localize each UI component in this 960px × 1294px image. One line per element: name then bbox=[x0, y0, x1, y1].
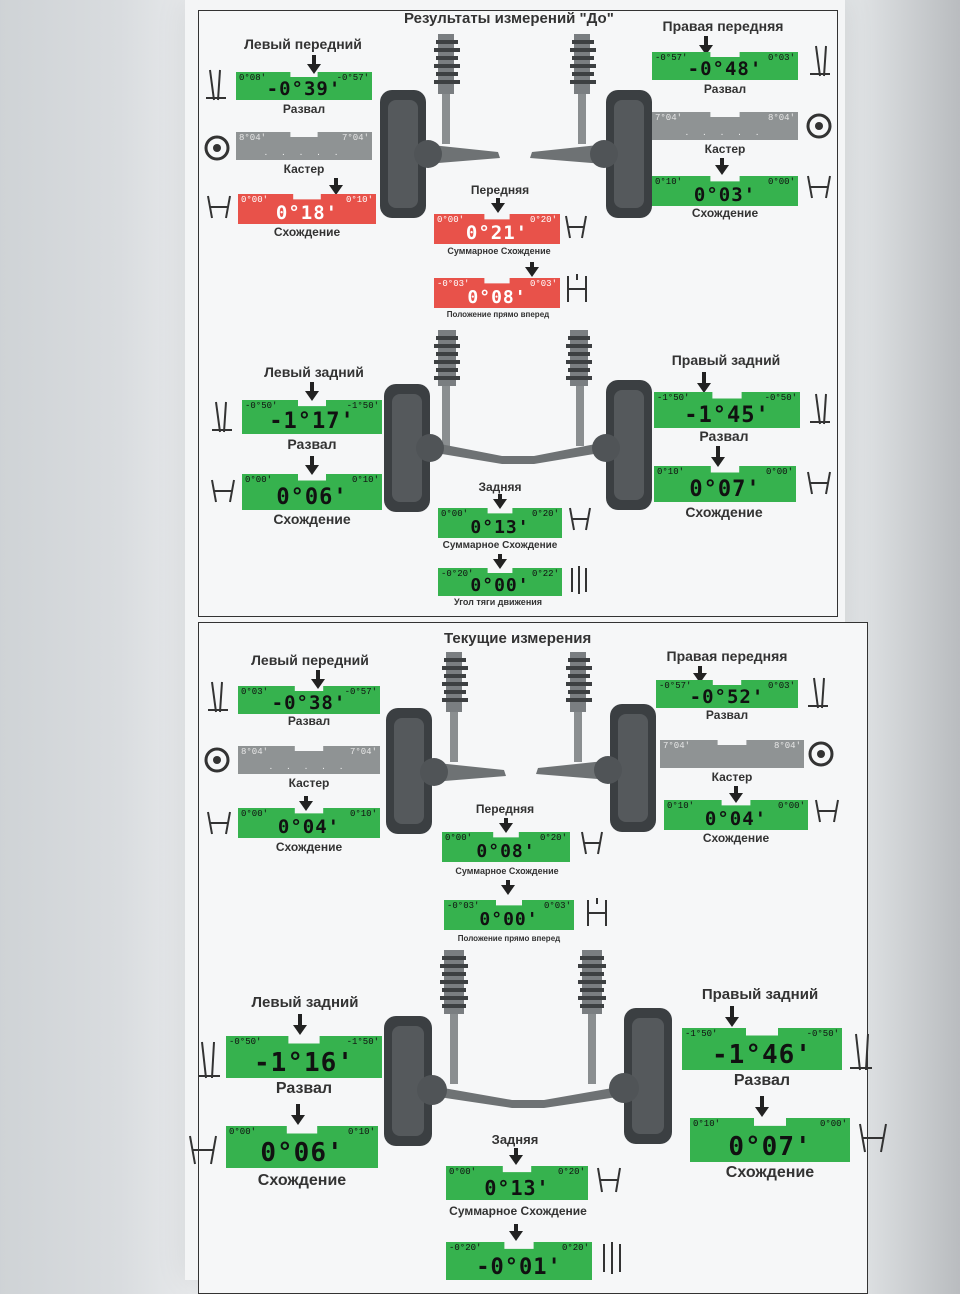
front-thrust-gauge: -0°03'0°03' 0°08' bbox=[434, 278, 560, 308]
camber-icon bbox=[810, 393, 830, 425]
caster-icon bbox=[808, 741, 834, 767]
camber-label: Развал bbox=[287, 436, 337, 452]
front-right-label: Правая передняя bbox=[666, 648, 788, 664]
thrust-angle-gauge: -0°20'0°22' 0°00' bbox=[438, 568, 562, 596]
straight-ahead-label: Положение прямо вперед bbox=[446, 310, 550, 319]
total-toe-icon bbox=[581, 831, 603, 855]
toe-label: Схождение bbox=[685, 504, 763, 520]
rear-total-toe-gauge: 0°00'0°20' 0°13' bbox=[438, 508, 562, 538]
total-toe-icon bbox=[565, 215, 587, 239]
camber-icon bbox=[808, 677, 828, 709]
camber-icon bbox=[212, 401, 232, 433]
rear-total-heading: Задняя bbox=[478, 480, 522, 494]
rear-suspension-illustration bbox=[384, 330, 652, 512]
front-suspension-illustration bbox=[386, 652, 656, 834]
toe-label: Схождение bbox=[691, 206, 759, 220]
total-toe-icon bbox=[569, 507, 591, 531]
camber-icon bbox=[810, 45, 830, 77]
camber-label: Развал bbox=[703, 82, 747, 96]
total-toe-icon bbox=[597, 1167, 621, 1193]
front-right-toe-gauge: 0°10'0°00' 0°03' bbox=[652, 176, 798, 206]
camber-icon bbox=[198, 1041, 220, 1079]
straight-ahead-icon bbox=[587, 898, 607, 926]
toe-icon bbox=[207, 195, 231, 219]
toe-icon bbox=[189, 1135, 217, 1165]
front-total-heading: Передняя bbox=[470, 183, 530, 197]
toe-icon bbox=[207, 811, 231, 835]
front-left-label: Левый передний bbox=[251, 652, 369, 668]
camber-label: Развал bbox=[705, 708, 749, 722]
camber-label: Развал bbox=[282, 102, 326, 116]
caster-label: Кастер bbox=[704, 142, 746, 156]
toe-label: Схождение bbox=[273, 225, 341, 239]
caster-icon bbox=[806, 113, 832, 139]
rear-left-toe-gauge: 0°00'0°10' 0°06' bbox=[242, 474, 382, 510]
toe-icon bbox=[815, 799, 839, 823]
caster-label: Кастер bbox=[711, 770, 753, 784]
toe-label: Схождение bbox=[725, 1164, 815, 1181]
front-right-label: Правая передняя bbox=[662, 18, 784, 34]
total-toe-label: Суммарное Схождение bbox=[455, 866, 559, 876]
caster-label: Кастер bbox=[283, 162, 325, 176]
front-suspension-illustration bbox=[380, 34, 652, 218]
thrust-angle-icon bbox=[603, 1242, 621, 1274]
rear-left-label: Левый задний bbox=[264, 364, 364, 380]
total-toe-label: Суммарное Схождение bbox=[447, 246, 551, 256]
front-left-camber-gauge: 0°08'-0°57' -0°39' bbox=[236, 72, 372, 100]
straight-ahead-icon bbox=[567, 274, 587, 302]
total-toe-label: Суммарное Схождение bbox=[449, 1204, 587, 1218]
front-thrust-gauge: -0°03'0°03' 0°00' bbox=[444, 900, 574, 930]
thrust-angle-icon bbox=[571, 566, 587, 594]
front-left-label: Левый передний bbox=[244, 36, 362, 52]
rear-left-label: Левый задний bbox=[251, 994, 359, 1011]
toe-label: Схождение bbox=[257, 1172, 347, 1189]
rear-suspension-illustration bbox=[384, 950, 672, 1146]
caster-icon bbox=[204, 747, 230, 773]
rear-right-toe-gauge: 0°10'0°00' 0°07' bbox=[690, 1118, 850, 1162]
rear-right-camber-gauge: -1°50'-0°50' -1°45' bbox=[654, 392, 800, 428]
rear-total-heading: Задняя bbox=[491, 1132, 539, 1147]
front-right-camber-gauge: -0°57'0°03' -0°48' bbox=[652, 52, 798, 80]
straight-ahead-label: Положение прямо вперед bbox=[457, 934, 561, 943]
toe-icon bbox=[859, 1123, 887, 1153]
thrust-angle-label: Угол тяги движения bbox=[453, 597, 543, 607]
current-panel-title: Текущие измерения bbox=[444, 630, 592, 647]
camber-label: Развал bbox=[733, 1072, 791, 1089]
rear-right-label: Правый задний bbox=[701, 986, 819, 1003]
toe-icon bbox=[807, 471, 831, 495]
camber-label: Развал bbox=[699, 428, 749, 444]
toe-label: Схождение bbox=[702, 831, 770, 845]
camber-icon bbox=[208, 681, 228, 713]
caster-icon bbox=[204, 135, 230, 161]
camber-icon bbox=[850, 1033, 872, 1071]
toe-icon bbox=[807, 175, 831, 199]
camber-icon bbox=[206, 69, 226, 101]
toe-label: Схождение bbox=[273, 511, 351, 527]
camber-label: Развал bbox=[275, 1080, 333, 1097]
toe-icon bbox=[211, 479, 235, 503]
before-panel-title: Результаты измерений "До" bbox=[404, 10, 614, 27]
rear-right-label: Правый задний bbox=[671, 352, 781, 368]
toe-label: Схождение bbox=[275, 840, 343, 854]
total-toe-label: Суммарное Схождение bbox=[442, 540, 558, 551]
camber-label: Развал bbox=[287, 714, 331, 728]
front-total-heading: Передняя bbox=[475, 802, 535, 816]
caster-label: Кастер bbox=[288, 776, 330, 790]
